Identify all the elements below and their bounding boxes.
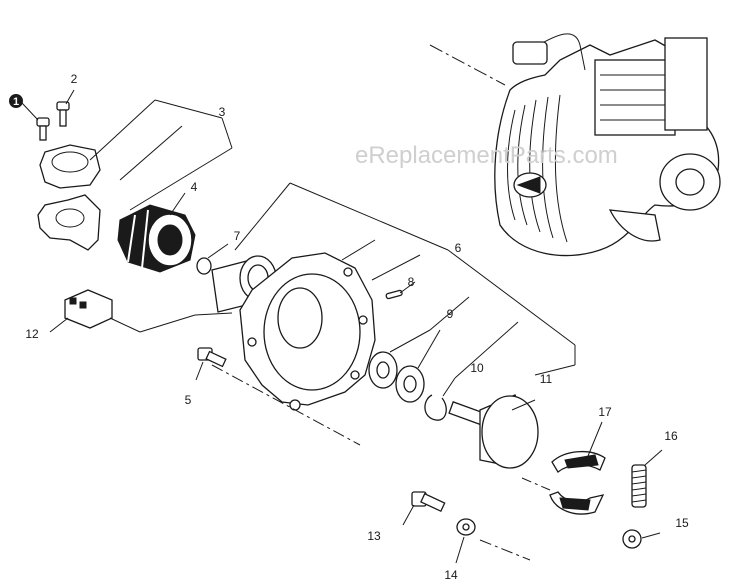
clutch-shoe-upper [551,451,606,473]
screw-1 [36,117,50,141]
watermark: eReplacementParts.com [355,142,618,169]
rubber-damper [117,204,196,273]
bearing-upper [368,351,398,389]
clamp-lower [37,194,101,251]
callout-17: 17 [598,405,612,419]
callout-10: 10 [470,361,484,375]
callout-2: 2 [71,72,78,86]
callout-15: 15 [675,516,689,530]
washer-15 [622,529,642,549]
callout-9: 9 [447,307,454,321]
callout-16: 16 [664,429,678,443]
callout-4: 4 [191,180,198,194]
callout-13: 13 [367,529,381,543]
snap-ring-7 [196,257,212,275]
callout-14: 14 [444,568,458,582]
screw-2 [56,101,70,127]
connector-12 [64,289,113,329]
callout-7: 7 [234,229,241,243]
callout-5: 5 [185,393,192,407]
clutch-shoe-lower [549,491,605,515]
bearing-lower [395,365,425,403]
callout-1: 1 [13,96,19,108]
callout-6: 6 [455,241,462,255]
callout-3: 3 [219,105,226,119]
callout-12: 12 [25,327,39,341]
clamp-upper [39,144,101,189]
circlip-10 [424,394,447,421]
clutch-drum [448,394,539,469]
clutch-housing [211,252,376,411]
callout-1-badge [9,94,23,108]
spring-16 [631,464,647,508]
bolt-5 [197,347,227,368]
callout-11: 11 [540,372,553,386]
callout-8: 8 [408,275,415,289]
bolt-13 [411,491,446,513]
washer-14 [456,518,476,536]
callout-labels: 1 2 3 4 5 6 7 8 9 10 11 12 13 14 15 16 1… [9,72,689,582]
pin-8 [385,289,403,300]
engine-assembly [429,33,721,257]
leader-lines [21,89,663,564]
